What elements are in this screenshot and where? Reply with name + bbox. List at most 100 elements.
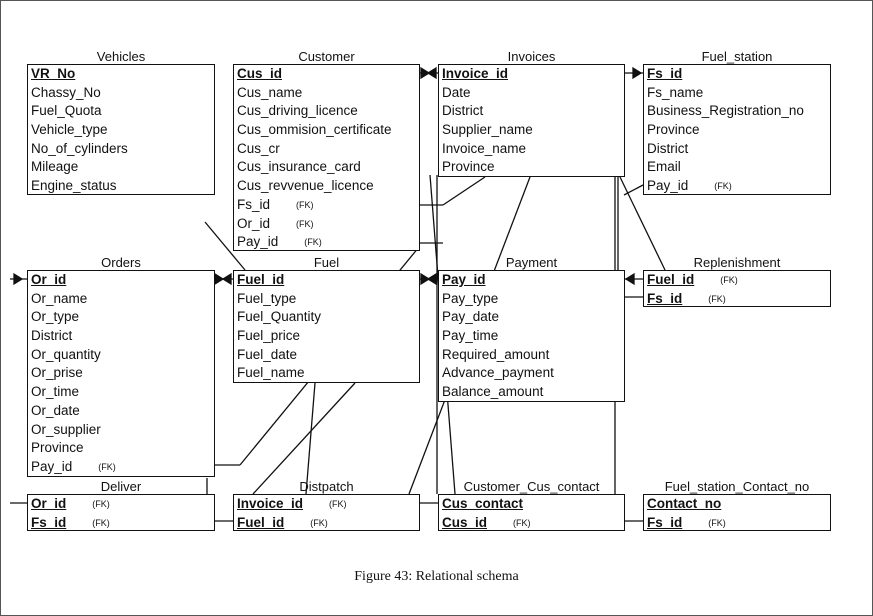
table-row: Fuel_id [237,272,285,287]
table-row: Pay_id(FK) [31,458,116,474]
fk-marker: (FK) [92,499,110,509]
invoices-table: Invoice_id Date District Supplier_name I… [438,64,625,177]
table-row: Or_id(FK) [31,496,110,511]
replenishment-table: Fuel_id(FK) Fs_id(FK) [643,270,831,307]
table-row: Or_date [31,402,80,418]
orders-title: Orders [101,255,141,270]
customer-cus-contact-title: Customer_Cus_contact [463,479,600,494]
table-row: Cus_name [237,84,303,100]
table-row: Supplier_name [442,122,533,138]
table-row: Pay_id [442,272,486,287]
table-row: Invoice_id [442,66,509,81]
table-row: Fuel_Quantity [237,309,322,325]
replenishment-title: Replenishment [693,255,781,270]
table-row: Fs_id(FK) [237,196,314,212]
table-row: Fs_id [647,66,683,81]
table-row: Fs_id(FK) [647,290,726,306]
fk-marker: (FK) [304,237,322,248]
table-row: Pay_date [442,309,500,325]
table-row: Invoice_name [442,140,527,156]
table-row: Province [31,440,84,456]
table-row: Province [647,122,700,138]
table-row: Or_supplier [31,421,101,437]
table-row: Email [647,159,681,175]
distpatch-title: Distpatch [299,479,354,494]
customer-table: Cus_id Cus_name Cus_driving_licence Cus_… [233,64,420,251]
table-row: Province [442,159,495,175]
table-row: Fuel_Quota [31,103,102,119]
table-row: Vehicle_type [31,122,108,138]
table-row: Pay_id(FK) [237,234,322,250]
table-row: Fs_name [647,84,704,100]
customer-cus-contact-table: Cus_contact Cus_id(FK) [438,494,625,531]
table-row: Balance_amount [442,384,544,400]
fk-marker: (FK) [92,517,110,528]
table-row: Advance_payment [442,365,554,381]
table-row: Cus_ommision_certificate [237,122,392,138]
table-row: District [647,140,689,156]
payment-title: Payment [505,255,558,270]
table-row: Cus_insurance_card [237,159,361,175]
table-row: Or_name [31,290,88,306]
fk-marker: (FK) [714,181,732,192]
table-row: Cus_id [237,66,283,81]
table-row: Fuel_name [237,365,305,381]
payment-table: Pay_id Pay_type Pay_date Pay_time Requir… [438,270,625,402]
fuel-station-title: Fuel_station [701,49,773,64]
table-row: Engine_status [31,178,117,194]
customer-title: Customer [298,49,355,64]
fk-marker: (FK) [296,218,314,229]
fuel-table: Fuel_id Fuel_type Fuel_Quantity Fuel_pri… [233,270,420,383]
table-row: Or_type [31,309,80,325]
deliver-title: Deliver [100,479,142,494]
table-row: No_of_cylinders [31,140,128,156]
fk-marker: (FK) [310,517,328,528]
table-row: Cus_revvenue_licence [237,178,374,194]
table-row: Invoice_id(FK) [237,496,347,511]
table-row: Or_id(FK) [237,215,314,231]
table-row: Cus_contact [442,496,524,511]
table-row: Chassy_No [31,84,101,100]
fk-marker: (FK) [708,517,726,528]
table-row: Fuel_price [237,328,301,344]
table-row: Or_quantity [31,346,101,362]
vehicles-table: VR_No Chassy_No Fuel_Quota Vehicle_type … [27,64,215,195]
table-row: Or_id [31,272,67,287]
fuel-station-contact-no-table: Contact_no Fs_id(FK) [643,494,831,531]
table-row: Cus_id(FK) [442,514,531,530]
figure-caption: Figure 43: Relational schema [354,569,519,584]
table-row: Cus_driving_licence [237,103,358,119]
invoices-title: Invoices [507,49,556,64]
table-row: Or_prise [31,365,83,381]
fuel-station-table: Fs_id Fs_name Business_Registration_no P… [643,64,831,195]
fuel-title: Fuel [313,255,340,270]
fk-marker: (FK) [98,461,116,472]
table-row: Fuel_id(FK) [647,272,738,287]
deliver-table: Or_id(FK) Fs_id(FK) [27,494,215,531]
fk-marker: (FK) [720,275,738,285]
orders-table: Or_id Or_name Or_type District Or_quanti… [27,270,215,477]
table-row: Date [442,84,471,100]
table-row: Pay_time [442,328,499,344]
fuel-station-contact-no-title: Fuel_station_Contact_no [664,479,810,494]
vehicles-title: Vehicles [96,49,146,64]
fk-marker: (FK) [513,517,531,528]
table-row: Fs_id(FK) [31,514,110,530]
table-row: Pay_id(FK) [647,178,732,194]
table-row: Fuel_id(FK) [237,514,328,530]
table-row: VR_No [31,66,76,81]
distpatch-table: Invoice_id(FK) Fuel_id(FK) [233,494,420,531]
table-row: Cus_cr [237,140,280,156]
table-row: District [31,328,73,344]
table-row: Business_Registration_no [647,103,804,119]
fk-marker: (FK) [708,293,726,304]
fk-marker: (FK) [329,499,347,509]
table-row: Contact_no [647,496,722,511]
table-row: Fuel_type [237,290,297,306]
fk-marker: (FK) [296,199,314,210]
table-row: Mileage [31,159,79,175]
table-row: District [442,103,484,119]
table-row: Or_time [31,384,80,400]
table-row: Pay_type [442,290,499,306]
table-row: Fuel_date [237,346,298,362]
